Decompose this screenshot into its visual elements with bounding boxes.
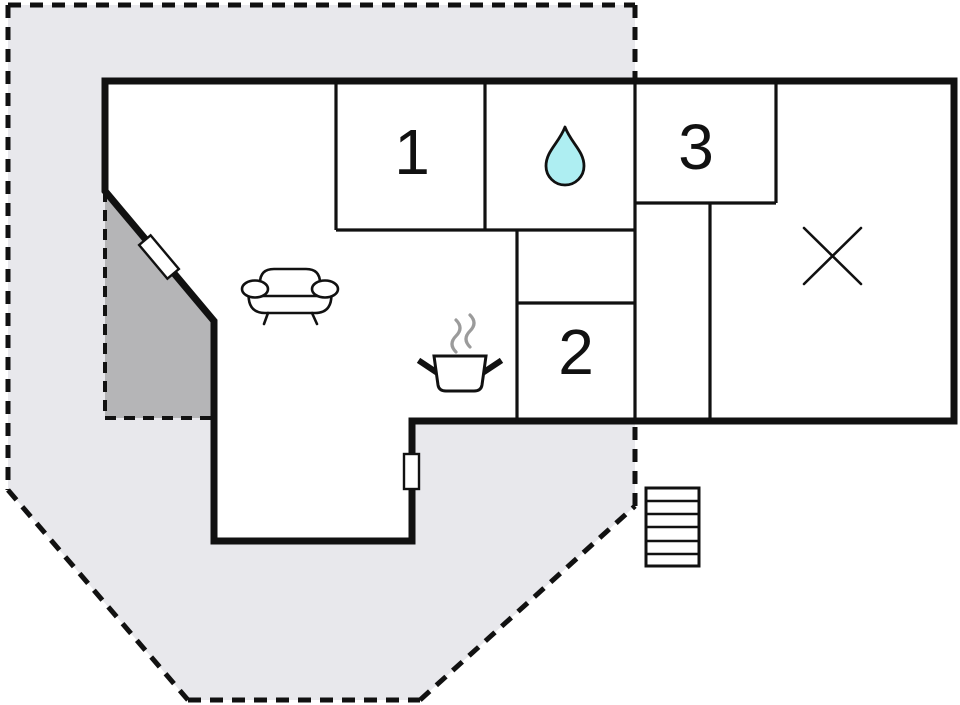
house-outline: [101, 77, 958, 545]
room-2-label: 2: [558, 316, 594, 388]
sofa-icon: [240, 267, 340, 326]
sofa-backrest: [258, 267, 322, 298]
plot-boundary-dashed: [5, 2, 638, 703]
door-markers: [137, 233, 421, 491]
room-3-label: 3: [678, 111, 714, 183]
sofa-body: [247, 287, 333, 315]
terrace-dark-area: [105, 191, 214, 418]
cooking-pot-icon: [416, 313, 504, 393]
pot-handles: [416, 357, 504, 377]
door-marker-south: [402, 452, 421, 491]
sofa-armrest-left: [240, 279, 270, 299]
sofa-armrest-right: [310, 279, 340, 299]
water-drop-icon: [544, 125, 586, 187]
door-marker-diagonal: [137, 233, 181, 281]
stairs-steps: [646, 499, 699, 556]
cross-mark-icon: [802, 226, 863, 286]
interior-walls: [334, 81, 778, 421]
steam-icon: [450, 313, 476, 354]
stairs-icon: [644, 486, 701, 568]
pot-body: [432, 354, 488, 393]
sofa-legs: [262, 311, 319, 326]
room-1-label: 1: [394, 116, 430, 188]
